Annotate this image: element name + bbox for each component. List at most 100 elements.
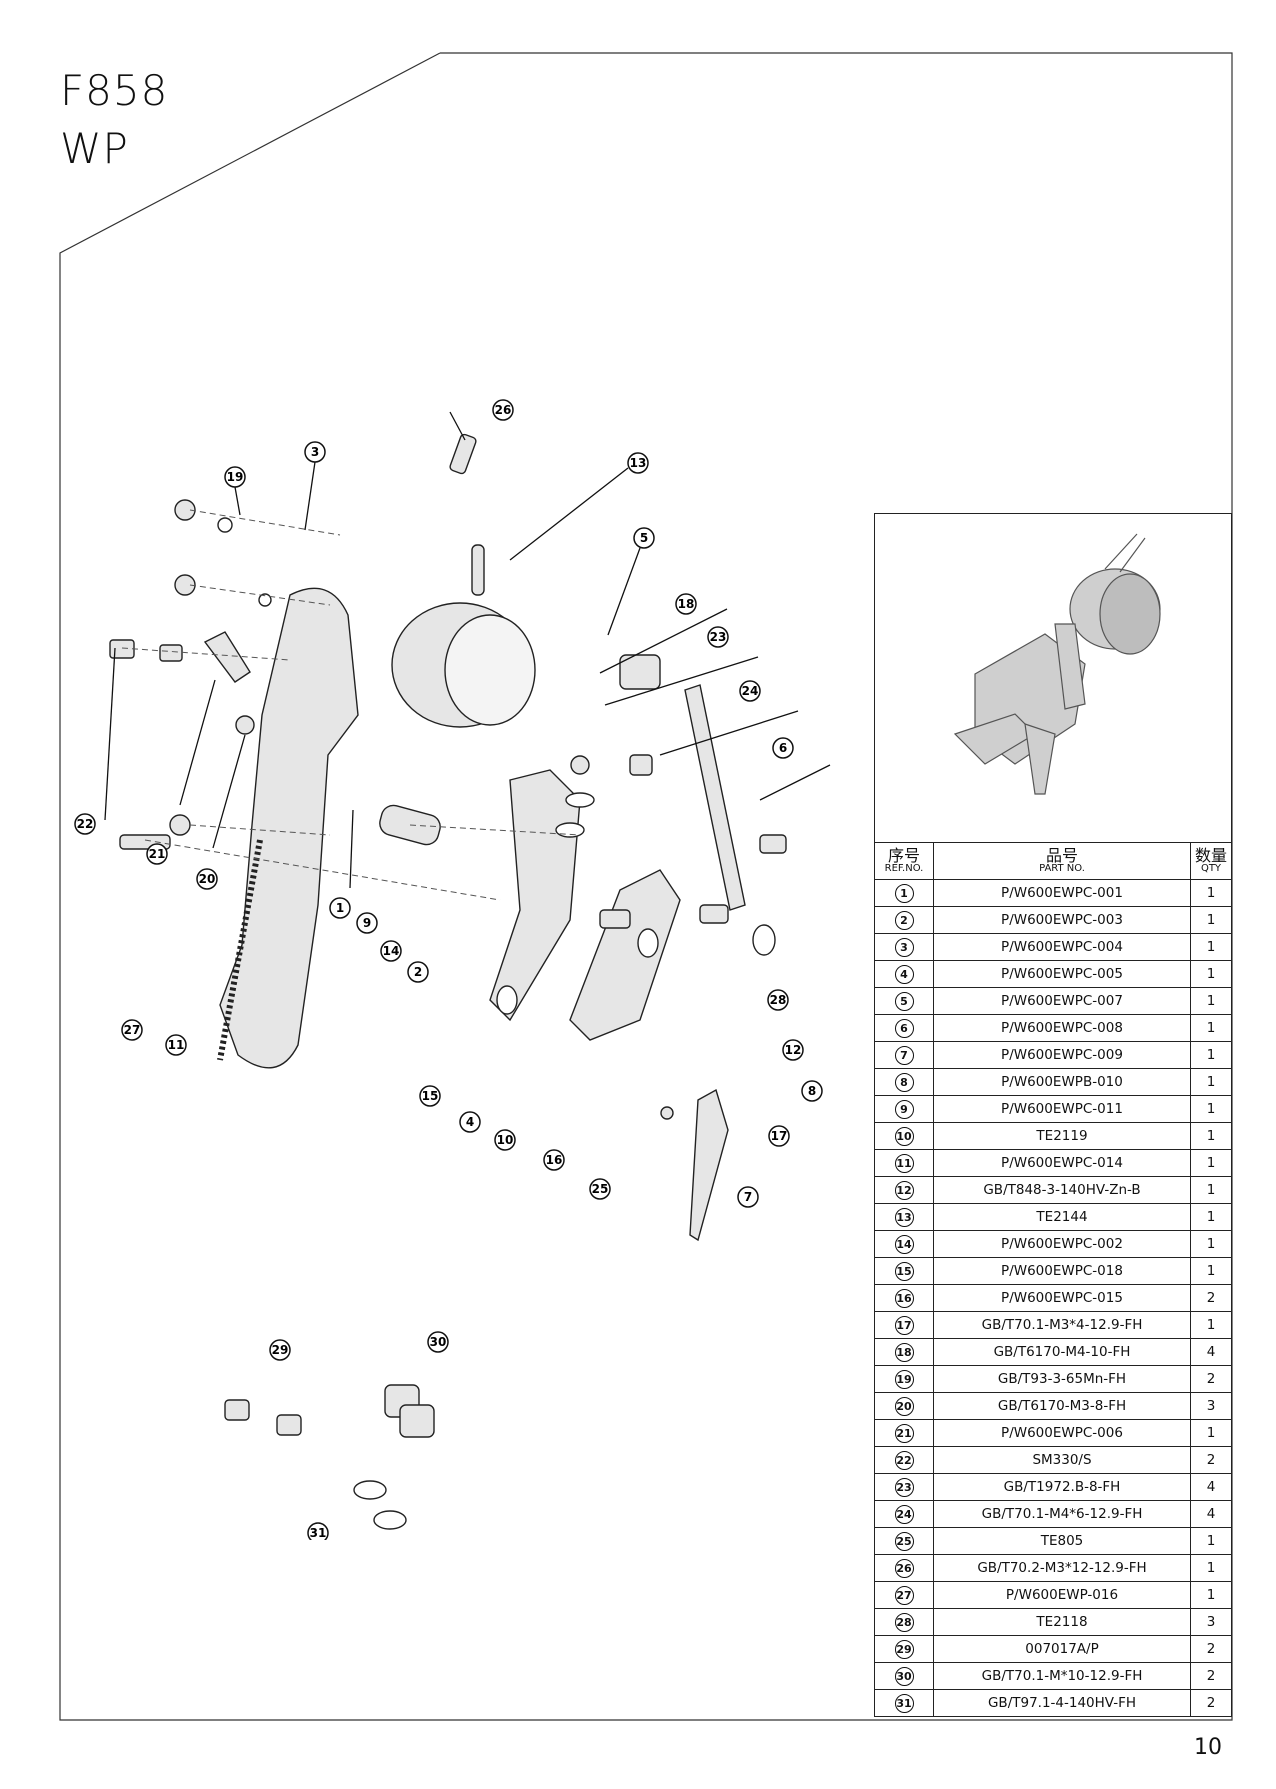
qty-cell: 1 — [1190, 1419, 1232, 1447]
svg-text:28: 28 — [770, 993, 787, 1007]
page-number: 10 — [1194, 1735, 1222, 1760]
qty-cell: 1 — [1190, 1581, 1232, 1609]
svg-text:25: 25 — [592, 1182, 609, 1196]
qty-cell: 1 — [1190, 1527, 1232, 1555]
svg-text:17: 17 — [771, 1129, 788, 1143]
part-cell: GB/T848-3-140HV-Zn-B — [933, 1176, 1191, 1204]
qty-cell: 1 — [1190, 1554, 1232, 1582]
ref-cell: 27 — [874, 1581, 934, 1609]
ref-cell: 31 — [874, 1689, 934, 1717]
svg-text:24: 24 — [742, 684, 759, 698]
qty-cell: 1 — [1190, 933, 1232, 961]
ref-cell: 17 — [874, 1311, 934, 1339]
svg-text:18: 18 — [678, 597, 695, 611]
ref-cell: 22 — [874, 1446, 934, 1474]
part-cell: P/W600EWPC-008 — [933, 1014, 1191, 1042]
part-cell: SM330/S — [933, 1446, 1191, 1474]
ref-cell: 3 — [874, 933, 934, 961]
svg-text:12: 12 — [785, 1043, 802, 1057]
motor-wire — [471, 544, 485, 596]
ref-cell: 28 — [874, 1608, 934, 1636]
callout-28: 28 — [767, 989, 789, 1011]
svg-text:8: 8 — [808, 1084, 816, 1098]
qty-cell: 1 — [1190, 1203, 1232, 1231]
qty-cell: 2 — [1190, 1689, 1232, 1717]
part-cell: P/W600EWPC-004 — [933, 933, 1191, 961]
callout-4: 4 — [459, 1111, 481, 1133]
svg-text:2: 2 — [414, 965, 422, 979]
model-suffix: WP — [60, 124, 129, 173]
callout-20: 20 — [196, 868, 218, 890]
spring — [217, 839, 263, 1061]
ref-cell: 29 — [874, 1635, 934, 1663]
callout-8: 8 — [801, 1080, 823, 1102]
svg-text:15: 15 — [422, 1089, 439, 1103]
hook — [689, 1088, 729, 1242]
callout-2: 2 — [407, 961, 429, 983]
callout-30: 30 — [427, 1331, 449, 1353]
ref-cell: 11 — [874, 1149, 934, 1177]
ref-cell: 24 — [874, 1500, 934, 1528]
qty-cell: 4 — [1190, 1338, 1232, 1366]
callout-26: 26 — [492, 399, 514, 421]
ref-cell: 7 — [874, 1041, 934, 1069]
part-cell: 007017A/P — [933, 1635, 1191, 1663]
ref-cell: 9 — [874, 1095, 934, 1123]
svg-text:19: 19 — [227, 470, 244, 484]
part-cell: P/W600EWPC-003 — [933, 906, 1191, 934]
svg-text:4: 4 — [466, 1115, 474, 1129]
ref-cell: 30 — [874, 1662, 934, 1690]
callout-18: 18 — [675, 593, 697, 615]
svg-text:29: 29 — [272, 1343, 289, 1357]
qty-cell: 1 — [1190, 1095, 1232, 1123]
svg-text:1: 1 — [336, 901, 344, 915]
callout-13: 13 — [627, 452, 649, 474]
qty-cell: 1 — [1190, 1122, 1232, 1150]
qty-cell: 1 — [1190, 1311, 1232, 1339]
callout-21: 21 — [146, 843, 168, 865]
callout-22: 22 — [74, 813, 96, 835]
ref-cell: 16 — [874, 1284, 934, 1312]
ref-cell: 8 — [874, 1068, 934, 1096]
svg-text:9: 9 — [363, 916, 371, 930]
main-plate — [219, 587, 359, 1069]
qty-cell: 3 — [1190, 1608, 1232, 1636]
qty-cell: 1 — [1190, 1068, 1232, 1096]
qty-cell: 4 — [1190, 1500, 1232, 1528]
part-cell: P/W600EWPC-018 — [933, 1257, 1191, 1285]
qty-cell: 1 — [1190, 879, 1232, 907]
ref-cell: 18 — [874, 1338, 934, 1366]
svg-text:5: 5 — [640, 531, 648, 545]
qty-cell: 3 — [1190, 1392, 1232, 1420]
svg-text:13: 13 — [630, 456, 647, 470]
qty-cell: 1 — [1190, 987, 1232, 1015]
part-cell: P/W600EWPC-005 — [933, 960, 1191, 988]
model-code: F858 — [60, 66, 169, 115]
ref-cell: 20 — [874, 1392, 934, 1420]
part-cell: TE805 — [933, 1527, 1191, 1555]
ref-cell: 25 — [874, 1527, 934, 1555]
qty-cell: 2 — [1190, 1635, 1232, 1663]
part-cell: TE2118 — [933, 1608, 1191, 1636]
exploded-diagram: 26 13 3 19 5 18 23 24 6 22 21 20 1 9 14 … — [74, 399, 831, 1540]
svg-text:30: 30 — [430, 1335, 447, 1349]
part-cell: P/W600EWPC-002 — [933, 1230, 1191, 1258]
callout-25: 25 — [589, 1178, 611, 1200]
callout-16: 16 — [543, 1149, 565, 1171]
callout-5: 5 — [633, 527, 655, 549]
svg-text:22: 22 — [77, 817, 94, 831]
